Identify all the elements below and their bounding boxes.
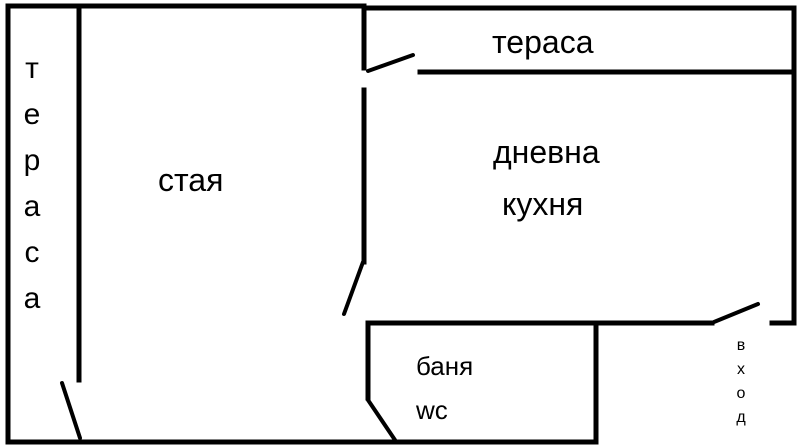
vertical-letter: в: [736, 337, 746, 354]
vertical-letter: х: [737, 361, 745, 378]
vertical-letter: а: [23, 190, 41, 223]
vertical-letter: д: [736, 409, 746, 426]
vertical-letter: е: [23, 98, 41, 131]
vertical-letter: с: [24, 236, 40, 269]
vertical-letter: о: [736, 385, 746, 402]
vertical-letter: а: [23, 282, 41, 315]
door-entrance: [712, 302, 760, 324]
label-top-terrace: тераса: [492, 24, 594, 60]
label-bath-line1: баня: [416, 351, 474, 381]
door-top-terrace: [366, 53, 415, 73]
door-left-terrace: [60, 381, 82, 440]
label-living-line2: кухня: [502, 186, 584, 222]
door-bath: [366, 398, 397, 442]
label-room: стая: [158, 162, 224, 198]
label-living-line1: дневна: [493, 134, 600, 170]
label-bath-line2: wc: [416, 395, 448, 425]
door-room: [342, 260, 365, 316]
vertical-letter: т: [25, 52, 39, 85]
vertical-letter: р: [23, 144, 41, 177]
